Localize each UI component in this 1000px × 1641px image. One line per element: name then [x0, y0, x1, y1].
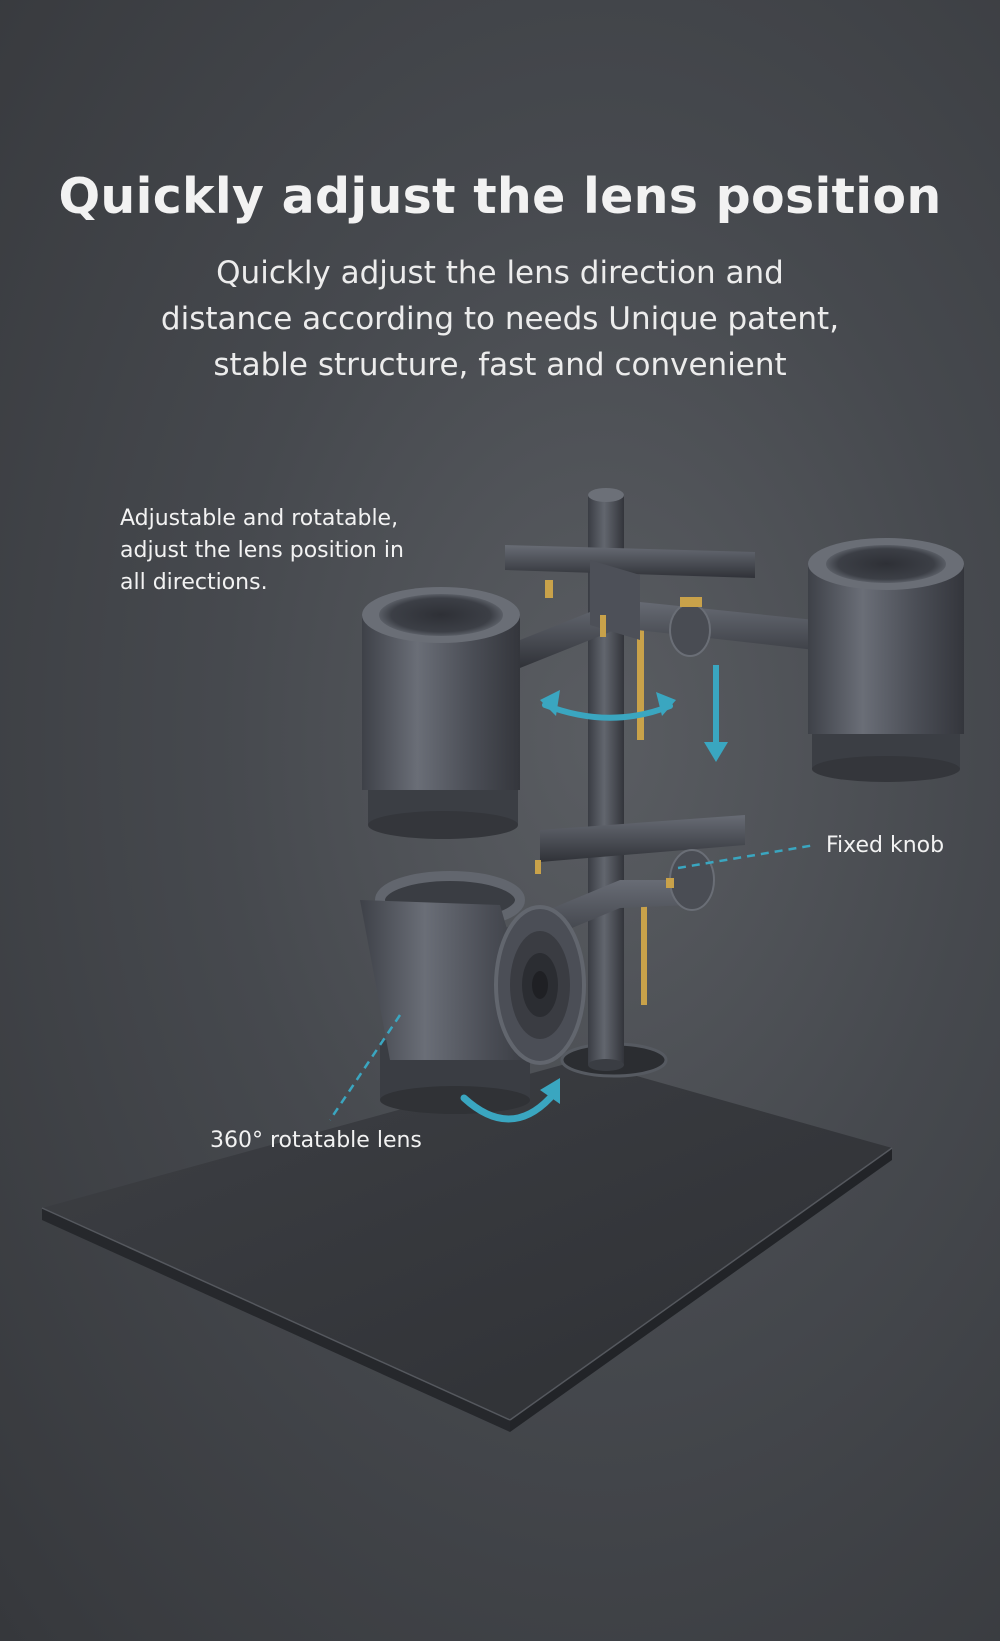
subtitle-line: stable structure, fast and convenient	[213, 347, 787, 383]
lens-rotation-arrow	[460, 1078, 560, 1123]
page-title: Quickly adjust the lens position	[58, 168, 942, 225]
upper-cross-arm	[505, 545, 815, 668]
brass-rod	[637, 630, 644, 740]
right-upper-lens	[808, 538, 964, 782]
fixed-knob-leader-line	[677, 843, 816, 870]
callout-line: Adjustable and rotatable,	[120, 506, 399, 531]
rotation-arrow	[542, 702, 673, 721]
callout-line: all directions.	[120, 570, 268, 595]
fixed-knob-callout: Fixed knob	[826, 833, 945, 858]
subtitle-line: distance according to needs Unique paten…	[160, 301, 840, 337]
rotatable-lens-callout: 360° rotatable lens	[210, 1128, 422, 1153]
adjustable-callout: Adjustable and rotatable, adjust the len…	[120, 503, 420, 599]
rotatable-lens-leader-line	[328, 1014, 402, 1121]
arrow-head	[540, 690, 560, 716]
arrow-head	[656, 692, 676, 716]
left-upper-lens	[362, 587, 520, 839]
lower-rotatable-lens	[360, 871, 586, 1114]
height-arrow	[704, 665, 728, 762]
page-subtitle: Quickly adjust the lens direction and di…	[140, 250, 860, 388]
brass-rod	[641, 905, 647, 1005]
subtitle-line: Quickly adjust the lens direction and	[216, 255, 784, 291]
lower-cross-arm	[500, 815, 745, 958]
callout-line: adjust the lens position in	[120, 538, 404, 563]
